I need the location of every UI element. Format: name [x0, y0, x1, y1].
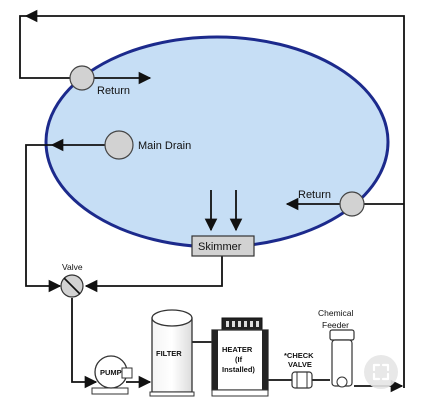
filter	[149, 309, 195, 397]
main-drain-line-down	[25, 144, 62, 293]
return-pipe-top	[24, 9, 405, 388]
chemical-feeder-label-line2: Feeder	[322, 320, 349, 330]
heater-label-line1: HEATER	[222, 345, 253, 354]
return-right-label: Return	[298, 189, 331, 201]
pool	[44, 35, 390, 249]
skimmer-pipe	[84, 256, 223, 293]
check-valve-label-line2: VALVE	[288, 360, 312, 369]
skimmer-label: Skimmer	[198, 241, 242, 253]
check-valve	[291, 371, 313, 389]
valve-to-pump-pipe	[71, 298, 98, 389]
check-valve-label-line1: *CHECK	[284, 351, 314, 360]
return-right-fitting	[339, 191, 365, 217]
chemical-feeder-label-line1: Chemical	[318, 308, 354, 318]
valve	[60, 274, 84, 298]
valve-label: Valve	[62, 262, 83, 272]
heater	[211, 317, 269, 397]
chemical-feeder	[329, 329, 355, 388]
pump-label: PUMP	[100, 368, 122, 377]
heater-label-line2: (If	[235, 355, 243, 364]
pump	[91, 355, 133, 395]
return-top-fitting	[69, 65, 95, 91]
filter-label: FILTER	[156, 349, 182, 358]
main-drain-fitting	[104, 130, 134, 160]
main-drain-label: Main Drain	[138, 140, 191, 152]
skimmer	[191, 235, 255, 257]
return-top-label: Return	[97, 85, 130, 97]
heater-label-line3: Installed)	[222, 365, 255, 374]
expand-icon[interactable]	[364, 355, 398, 389]
